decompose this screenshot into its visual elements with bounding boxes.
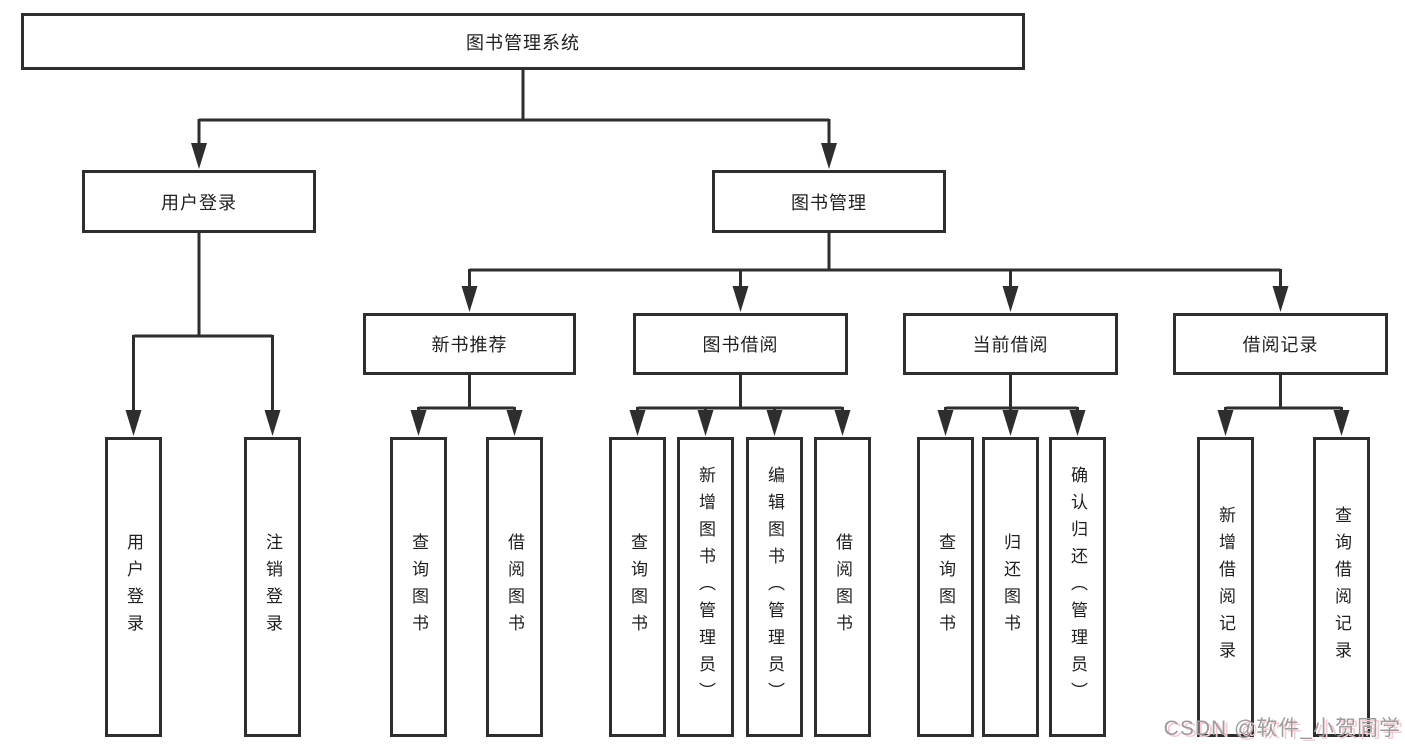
node-book-management: 图书管理 — [712, 170, 946, 233]
leaf-query-books-current: 查询图书 — [917, 437, 974, 737]
leaf-return-books: 归还图书 — [982, 437, 1039, 737]
leaf-label: 归还图书 — [1001, 533, 1020, 641]
leaf-edit-books-admin: 编辑图书（管理员） — [746, 437, 803, 737]
leaf-label: 注销登录 — [263, 533, 282, 641]
leaf-label: 查询借阅记录 — [1332, 506, 1351, 668]
leaf-query-books-borrow: 查询图书 — [609, 437, 666, 737]
node-borrow-record: 借阅记录 — [1173, 313, 1388, 375]
leaf-label: 新增图书（管理员） — [696, 465, 715, 709]
leaf-query-books-recommend: 查询图书 — [390, 437, 447, 737]
node-borrow-record-label: 借阅记录 — [1242, 335, 1319, 355]
leaf-user-login: 用户登录 — [105, 437, 162, 737]
leaf-label: 借阅图书 — [505, 533, 524, 641]
leaf-add-borrow-record: 新增借阅记录 — [1197, 437, 1254, 737]
leaf-label: 确认归还（管理员） — [1068, 465, 1087, 709]
node-current-borrow-label: 当前借阅 — [972, 335, 1049, 355]
csdn-watermark: CSDN @软件_小贺同学 — [1163, 717, 1401, 740]
node-user-login-label: 用户登录 — [161, 192, 237, 213]
leaf-add-books-admin: 新增图书（管理员） — [677, 437, 734, 737]
leaf-label: 编辑图书（管理员） — [765, 465, 784, 709]
leaf-label: 查询图书 — [936, 533, 955, 641]
node-book-borrow-label: 图书借阅 — [702, 335, 779, 355]
node-book-management-label: 图书管理 — [791, 192, 867, 213]
leaf-query-borrow-record: 查询借阅记录 — [1313, 437, 1370, 737]
leaf-label: 查询图书 — [409, 533, 428, 641]
leaf-borrow-books: 借阅图书 — [814, 437, 871, 737]
node-new-book-recommend: 新书推荐 — [363, 313, 576, 375]
node-book-borrow: 图书借阅 — [633, 313, 848, 375]
leaf-label: 查询图书 — [628, 533, 647, 641]
leaf-label: 借阅图书 — [833, 533, 852, 641]
node-root-label: 图书管理系统 — [466, 32, 580, 53]
node-user-login: 用户登录 — [82, 170, 316, 233]
leaf-borrow-books-recommend: 借阅图书 — [486, 437, 543, 737]
leaf-confirm-return-admin: 确认归还（管理员） — [1049, 437, 1106, 737]
node-root: 图书管理系统 — [21, 13, 1025, 70]
leaf-label: 新增借阅记录 — [1216, 506, 1235, 668]
leaf-label: 用户登录 — [124, 533, 143, 641]
leaf-logout: 注销登录 — [244, 437, 301, 737]
node-new-book-recommend-label: 新书推荐 — [431, 335, 508, 355]
node-current-borrow: 当前借阅 — [903, 313, 1118, 375]
